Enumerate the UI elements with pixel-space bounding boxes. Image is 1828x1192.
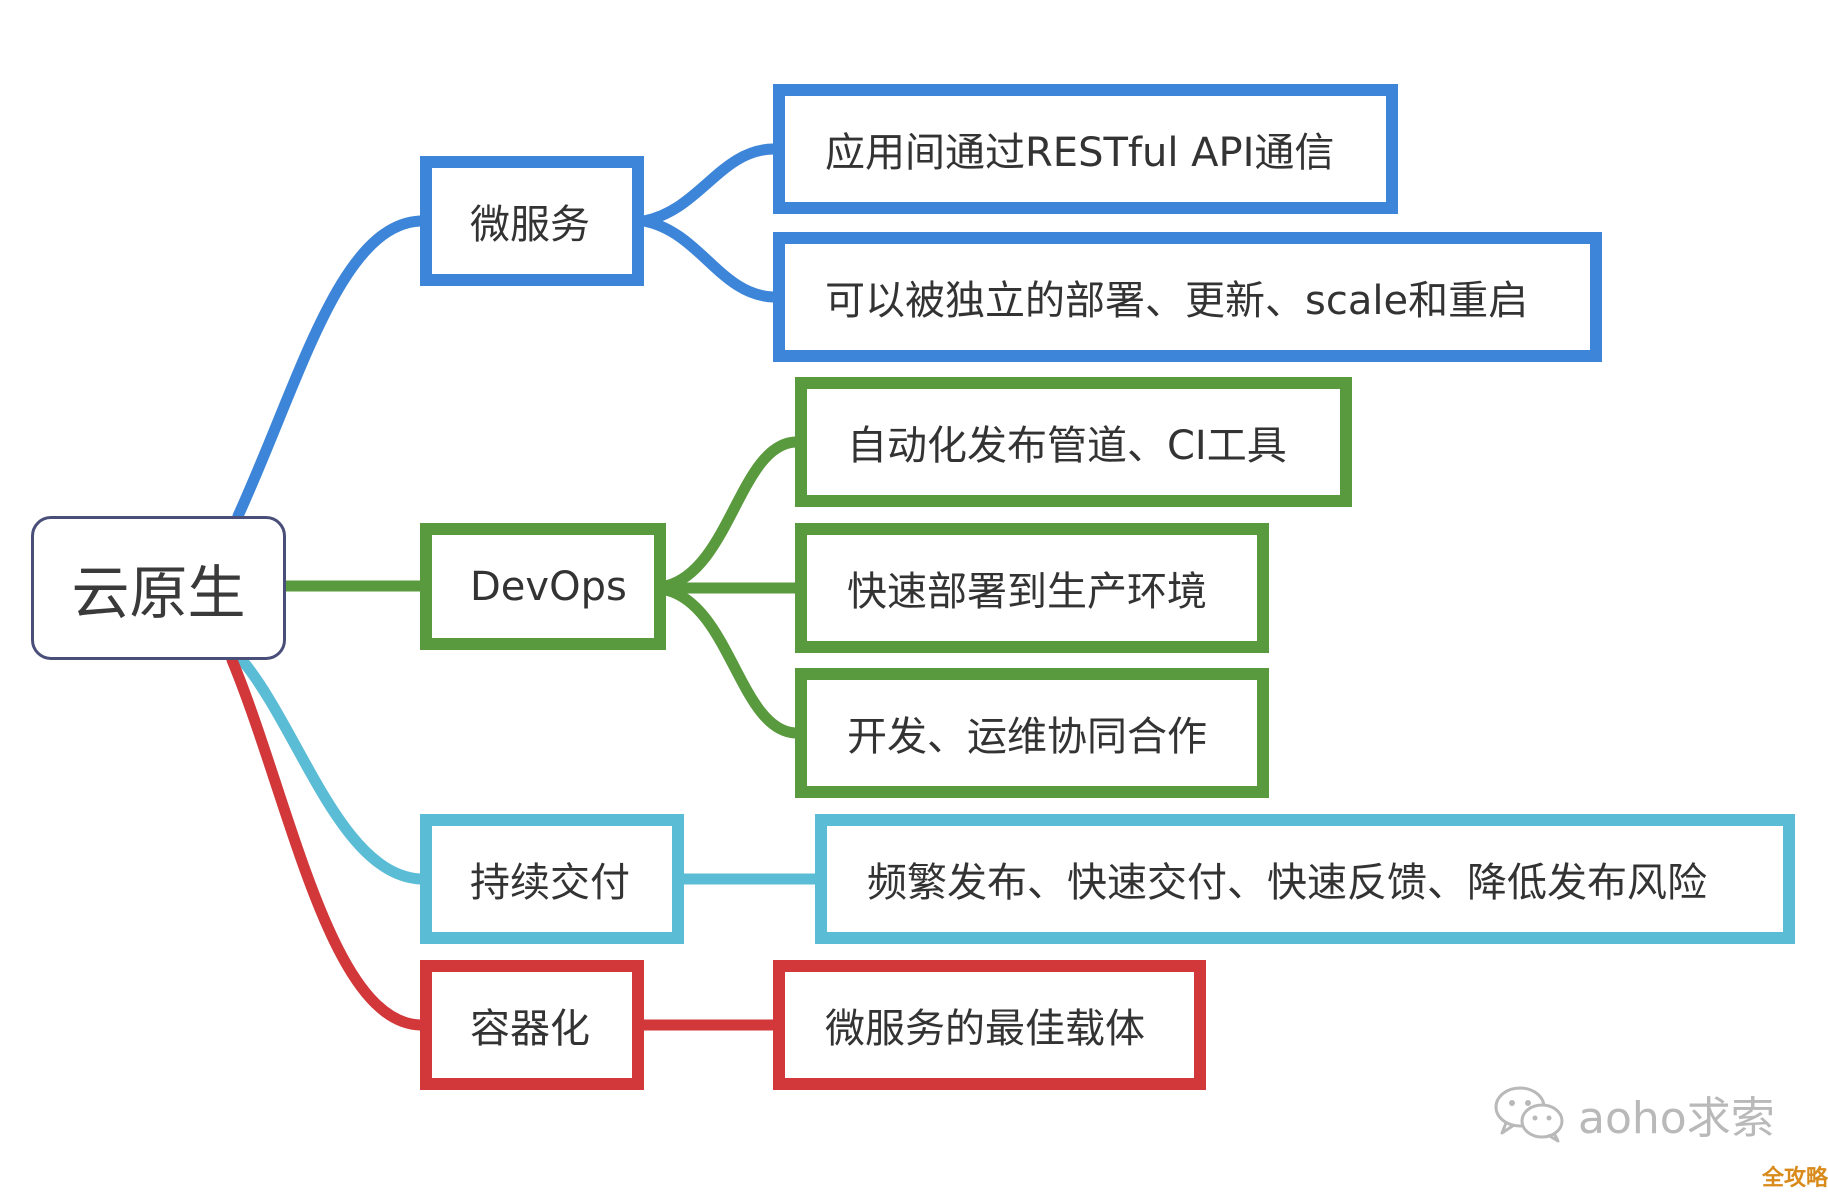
root-node: 云原生 [31, 516, 286, 660]
connector-devops-leaf-3 [660, 584, 801, 739]
leaf-label: 自动化发布管道、CI工具 [847, 423, 1287, 469]
leaf-label: 开发、运维协同合作 [847, 714, 1207, 760]
branch-devops: DevOps [420, 523, 666, 650]
leaf-label: 可以被独立的部署、更新、scale和重启 [825, 278, 1529, 324]
connector-devops-leaf-1 [660, 436, 801, 592]
leaf-delivery-1: 频繁发布、快速交付、快速反馈、降低发布风险 [815, 814, 1795, 944]
connector-root-delivery [236, 654, 426, 885]
watermark-text: aoho求索 [1578, 1093, 1775, 1144]
watermark: aoho求索 [1492, 1082, 1775, 1146]
branch-label: 容器化 [470, 1006, 590, 1052]
wechat-icon [1494, 1086, 1564, 1143]
leaf-devops-2: 快速部署到生产环境 [795, 523, 1269, 653]
branch-microservice: 微服务 [420, 156, 644, 286]
leaf-label: 微服务的最佳载体 [825, 1006, 1145, 1052]
leaf-label: 应用间通过RESTful API通信 [825, 130, 1335, 176]
leaf-devops-1: 自动化发布管道、CI工具 [795, 377, 1352, 507]
branch-continuous-delivery: 持续交付 [420, 814, 684, 944]
connector-microservice-leaf-2 [638, 215, 779, 303]
leaf-devops-3: 开发、运维协同合作 [795, 668, 1269, 798]
corner-badge: 全攻略 [1762, 1166, 1828, 1191]
leaf-container-1: 微服务的最佳载体 [773, 960, 1206, 1090]
leaf-label: 频繁发布、快速交付、快速反馈、降低发布风险 [867, 860, 1707, 906]
connector-microservice-leaf-1 [638, 143, 779, 227]
branch-label: 持续交付 [470, 860, 630, 906]
branch-label: DevOps [470, 563, 627, 610]
connector-root-microservice [232, 215, 426, 522]
leaf-microservice-2: 可以被独立的部署、更新、scale和重启 [773, 232, 1602, 362]
connector-root-container [226, 654, 426, 1031]
branch-label: 微服务 [470, 202, 590, 248]
leaf-label: 快速部署到生产环境 [847, 569, 1207, 615]
branch-containerization: 容器化 [420, 960, 644, 1090]
root-label: 云原生 [71, 559, 246, 627]
leaf-microservice-1: 应用间通过RESTful API通信 [773, 84, 1398, 214]
